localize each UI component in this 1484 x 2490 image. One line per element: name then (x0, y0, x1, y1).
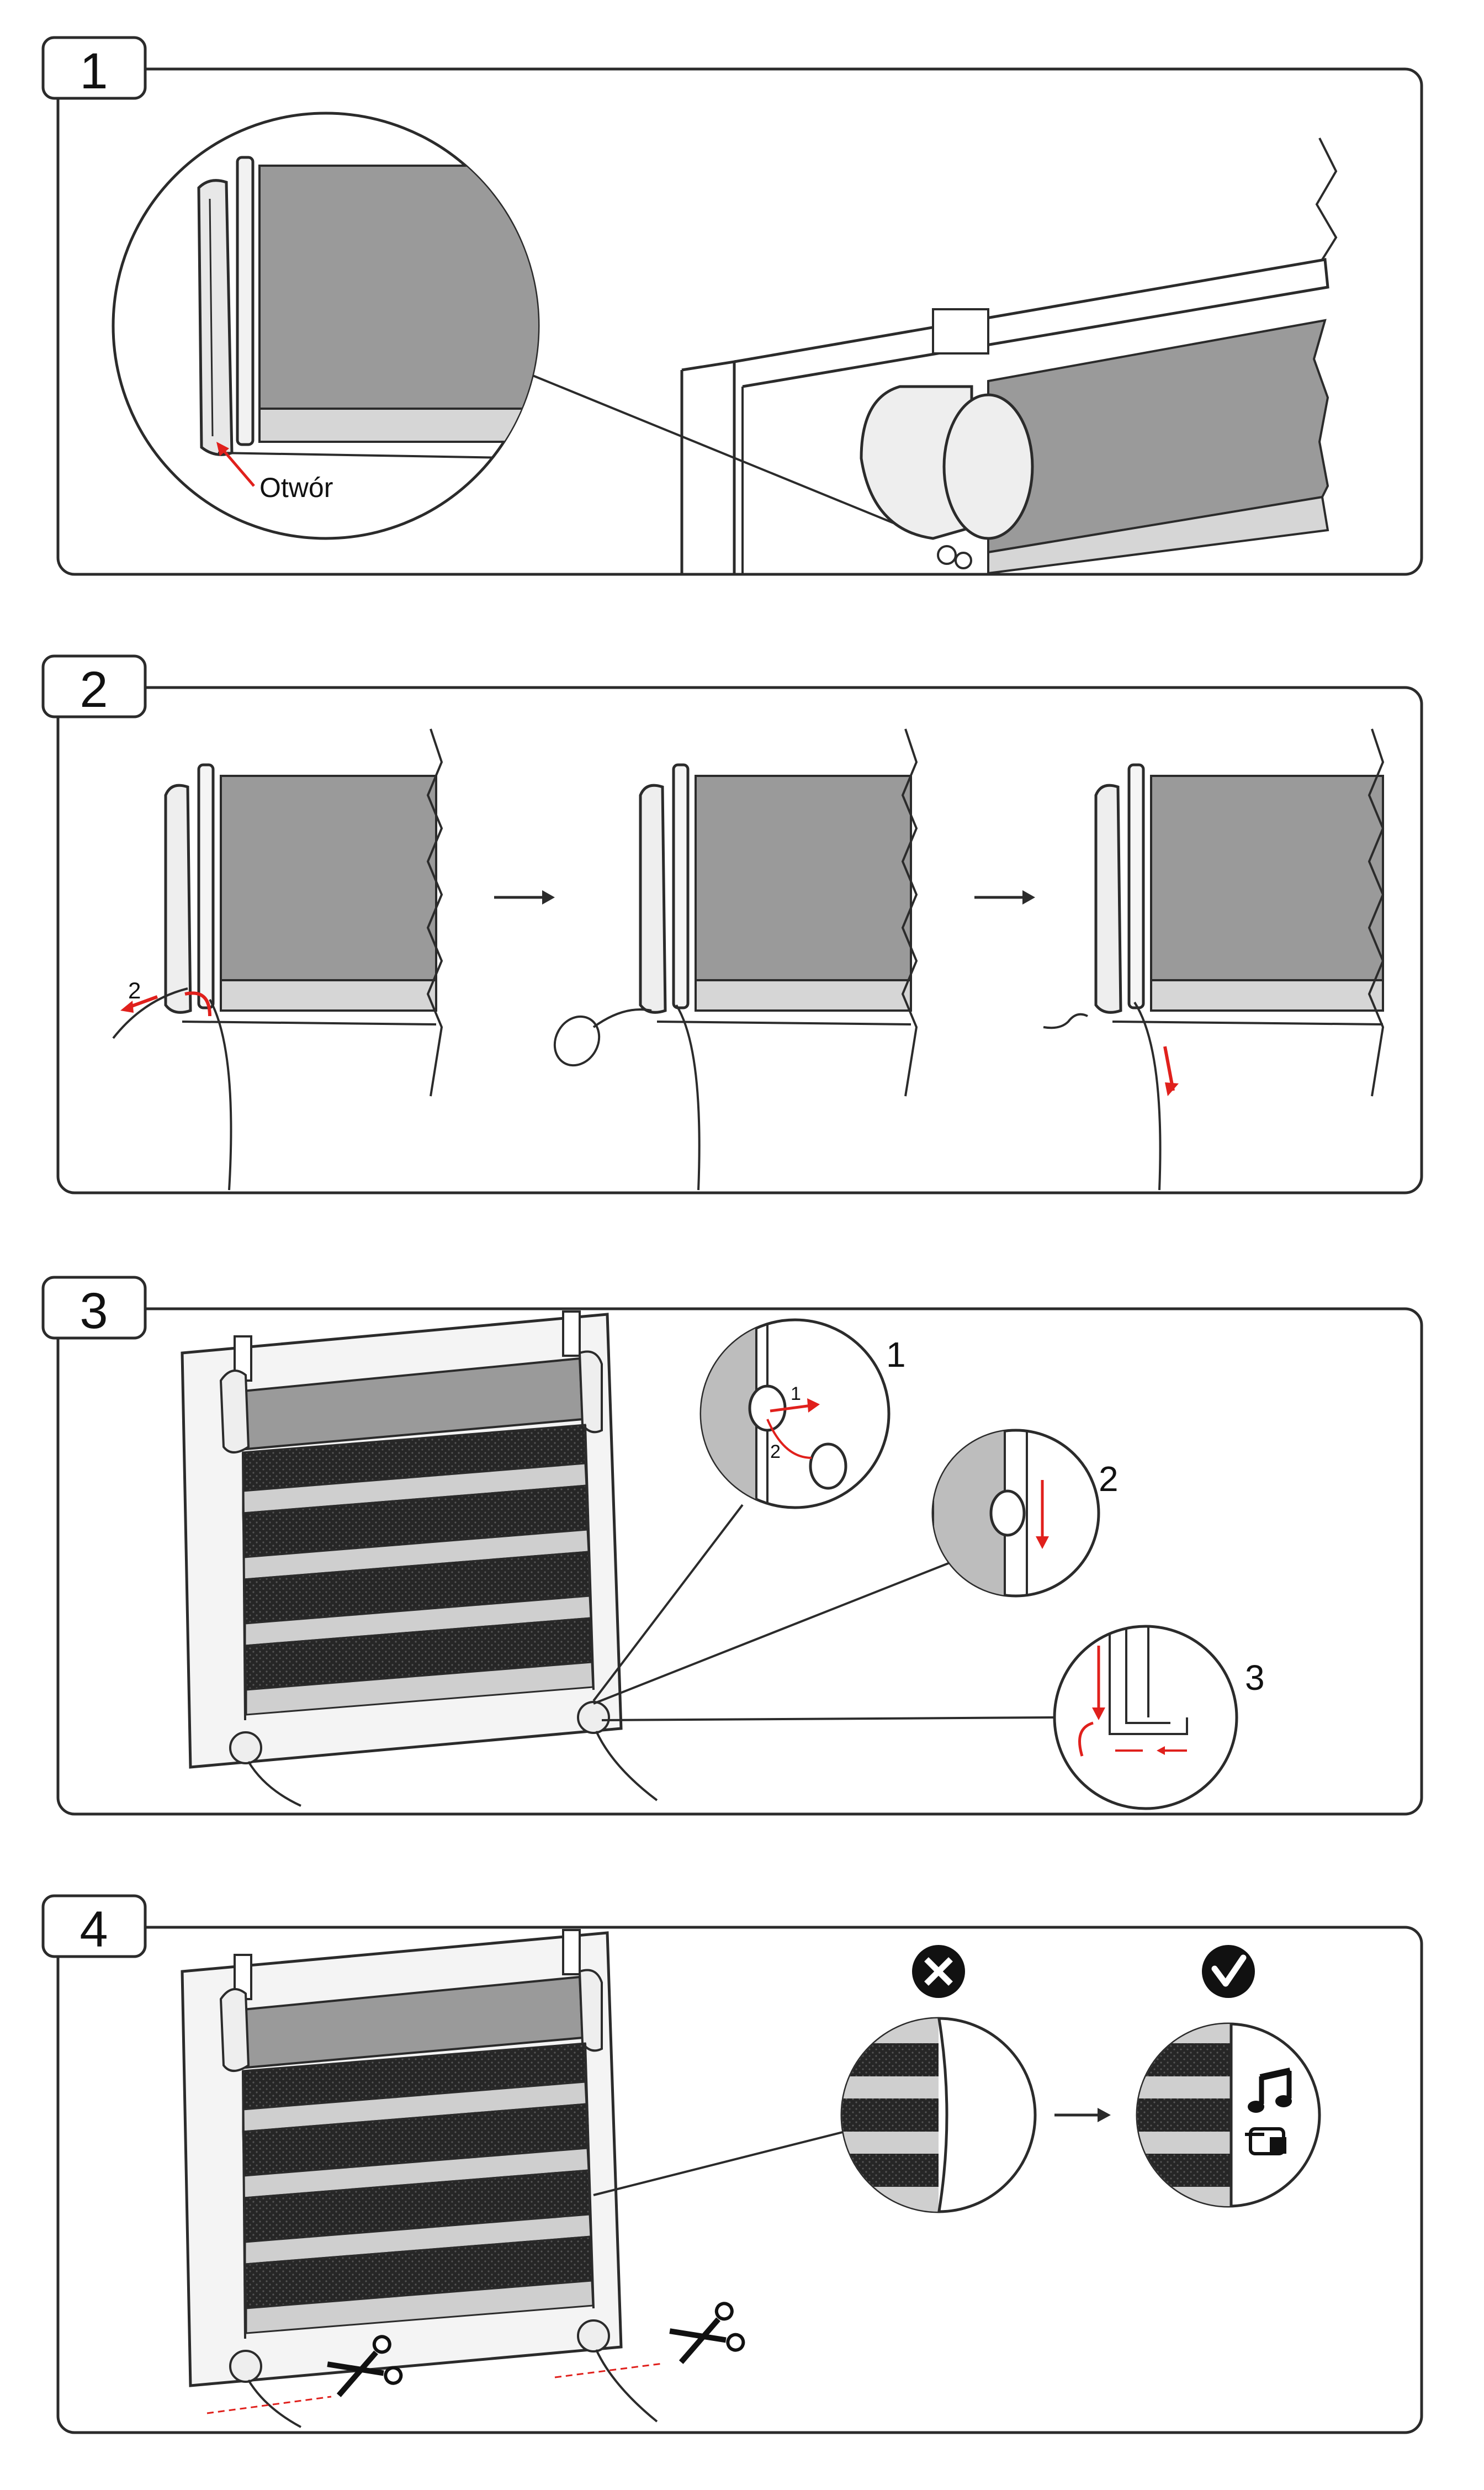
step-3-panel: 3 (41, 1276, 1423, 1816)
step-1-panel: 1 Otwór (41, 36, 1423, 576)
step-4-window-view (181, 1929, 663, 2428)
scissors-icon (327, 2335, 403, 2397)
step-2-view-b (553, 728, 918, 1191)
step-3-callout-1: 1 2 1 (699, 1318, 906, 1509)
step-2-panel: 2 2 (41, 654, 1423, 1194)
callout-1-label: 1 (886, 1335, 906, 1374)
step-1-roller-view (680, 138, 1338, 575)
check-circle-icon (1202, 1945, 1255, 1998)
x-circle-icon (912, 1945, 965, 1998)
step-4-right-detail (1136, 2022, 1321, 2208)
step-4-wrong-detail (840, 2017, 1037, 2213)
music-note-icon (1248, 2068, 1292, 2113)
step-1-zoom-circle: Otwór (112, 112, 540, 540)
step-3-window-view (181, 1310, 658, 1807)
step-2-view-c (1043, 728, 1385, 1191)
step-2-sub-label: 2 (128, 977, 141, 1003)
step-3-callout-2: 2 (931, 1429, 1119, 1598)
step-4-number: 4 (80, 1901, 108, 1958)
hand-press-icon (1245, 2127, 1286, 2155)
step-3-callout-3: 3 (1053, 1625, 1265, 1810)
step-4-panel: 4 (41, 1894, 1423, 2434)
step-1-number: 1 (80, 43, 108, 99)
step-2-view-a: 2 (112, 728, 443, 1191)
mini-label-2: 2 (770, 1441, 781, 1462)
scissors-icon (669, 2302, 745, 2364)
step-2-arrow-2 (974, 890, 1035, 905)
step-2-number: 2 (80, 662, 108, 718)
callout-2-label: 2 (1099, 1459, 1119, 1499)
step-4-arrow (1054, 2108, 1111, 2122)
step-3-number: 3 (80, 1283, 108, 1339)
callout-3-label: 3 (1245, 1658, 1265, 1698)
opening-label: Otwór (259, 472, 333, 503)
step-2-arrow-1 (494, 890, 555, 905)
mini-label-1: 1 (791, 1383, 801, 1404)
